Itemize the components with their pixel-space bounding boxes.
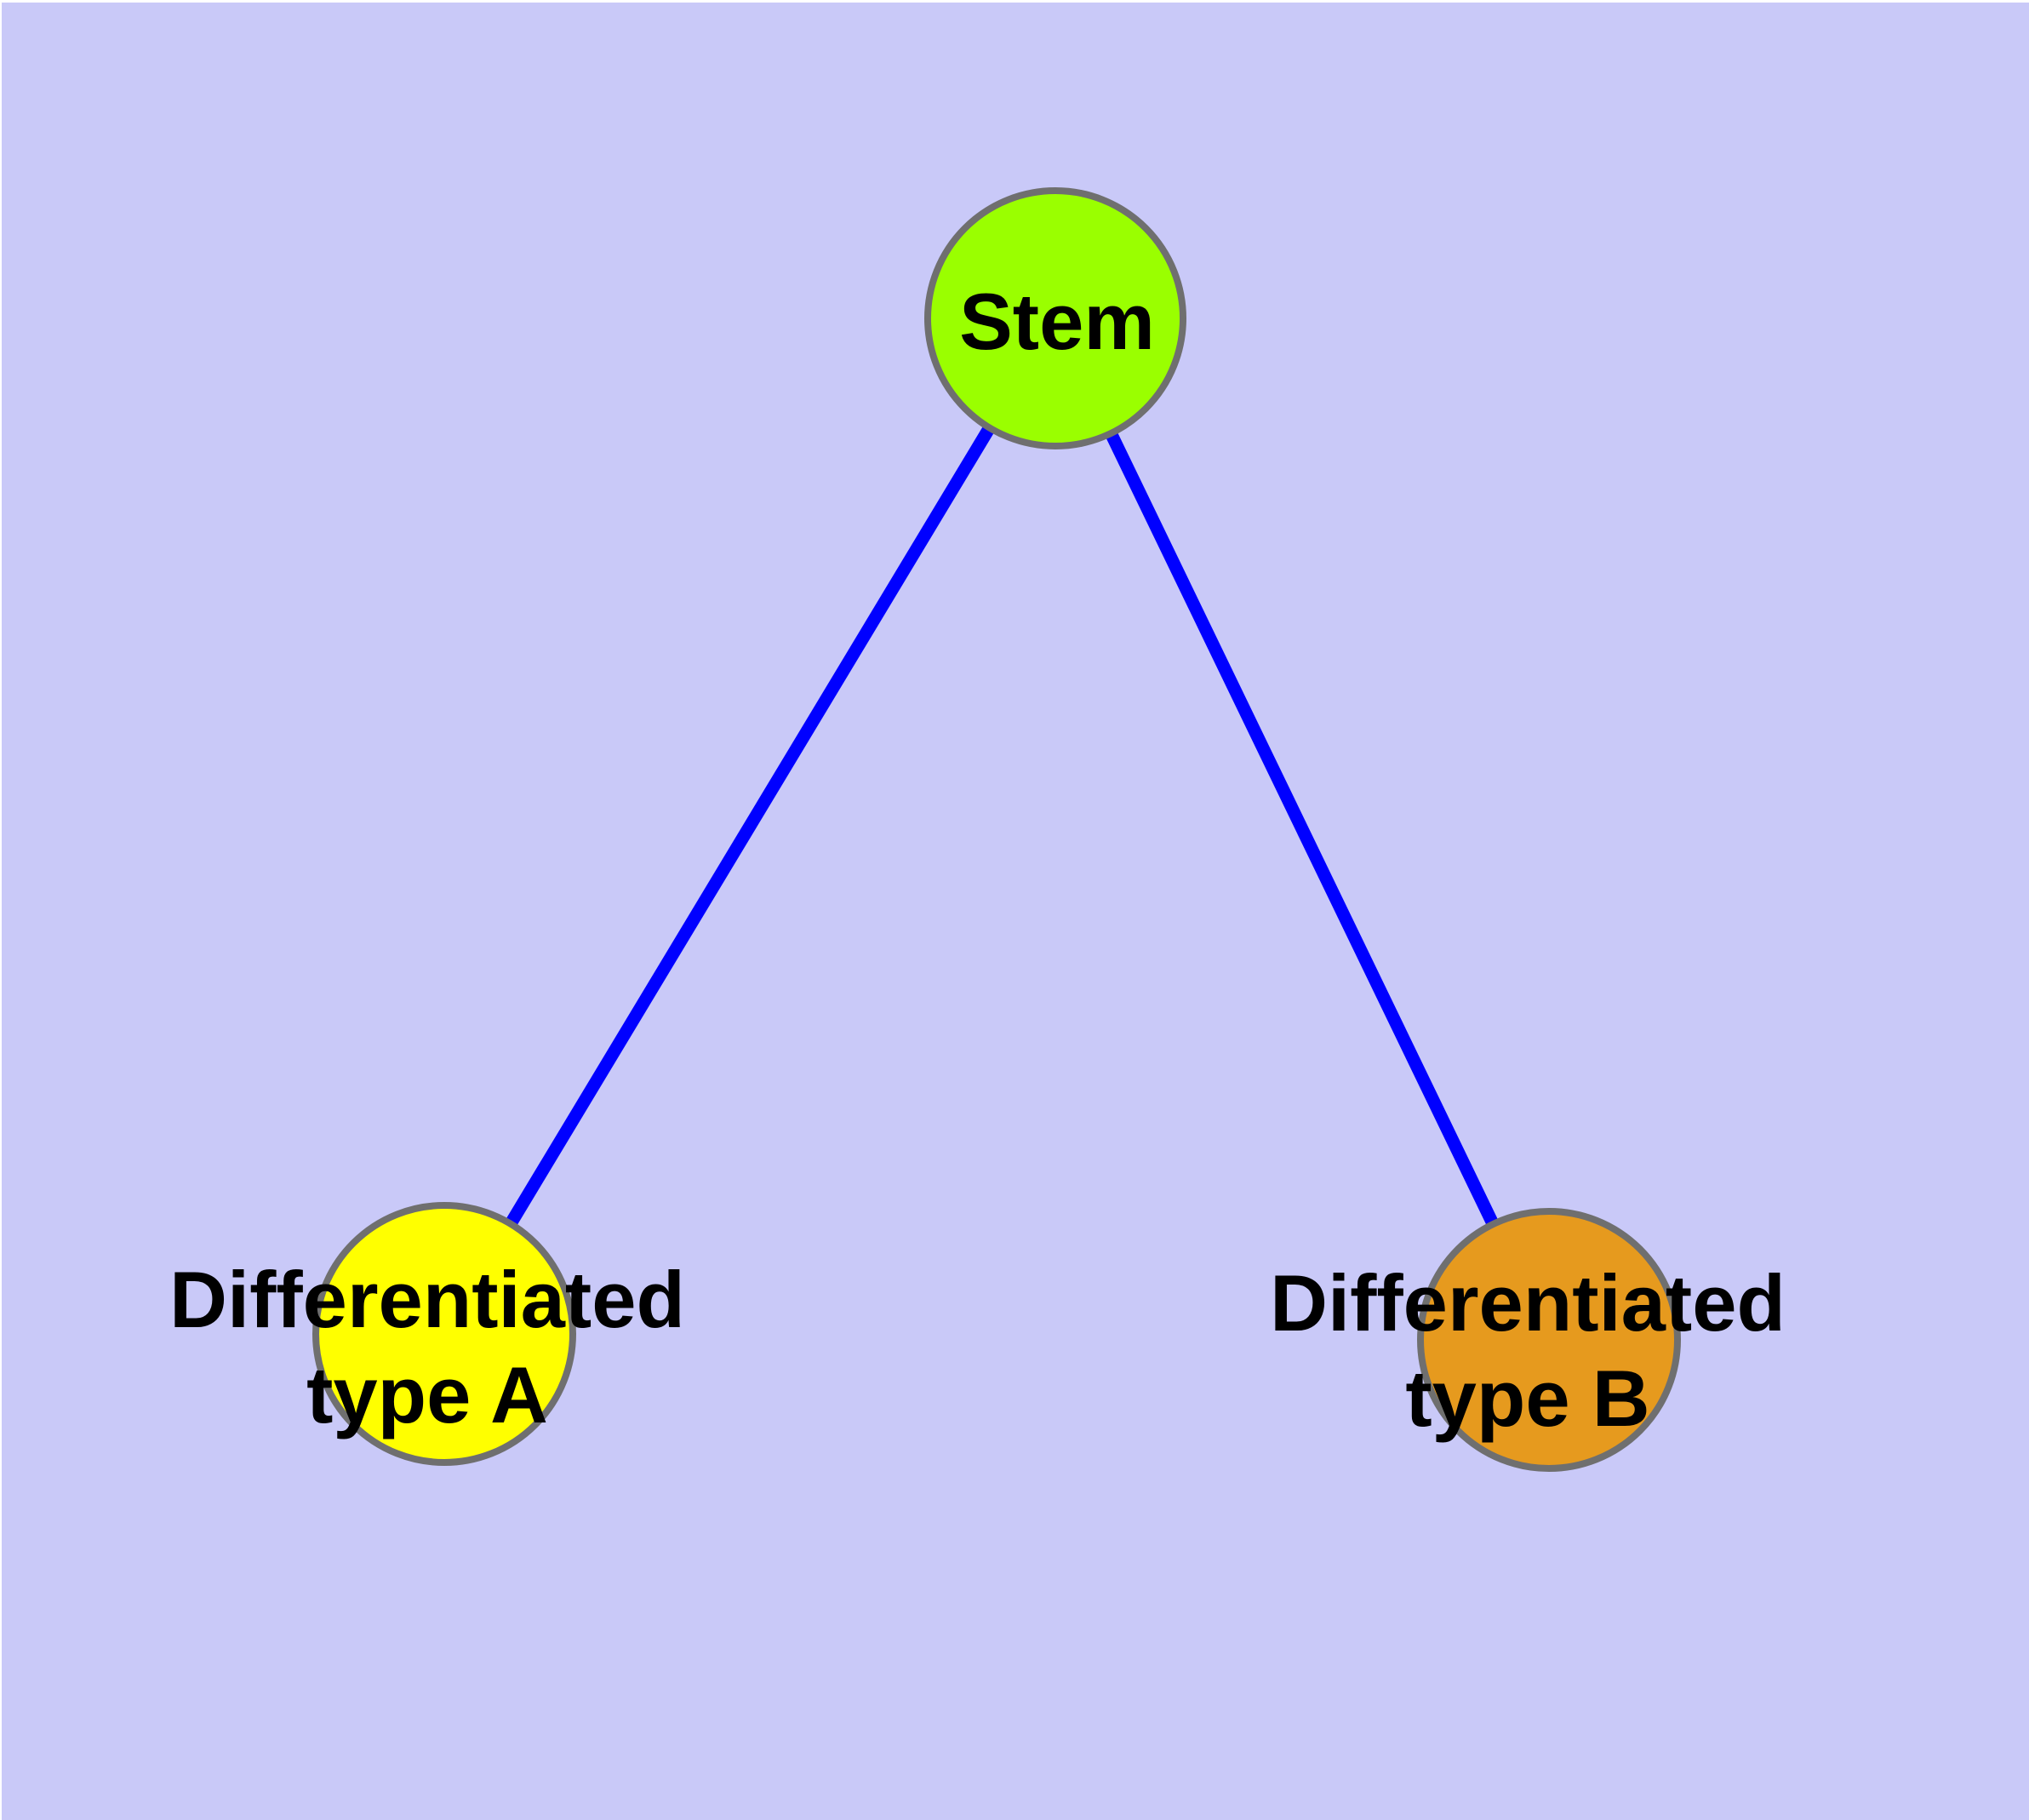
diagram-background: Stem Differentiated type A Differentiate… — [2, 3, 2029, 1820]
node-type-b-circle — [1417, 1208, 1681, 1472]
node-stem-label-text: Stem — [959, 277, 1155, 366]
edge-stem-to-type-b — [1049, 315, 1555, 1343]
node-type-a-label: Differentiated type A — [169, 1252, 685, 1443]
diagram-canvas — [312, 187, 1681, 1472]
node-type-b-label: Differentiated type B — [1270, 1256, 1786, 1446]
node-stem-circle — [924, 187, 1186, 449]
node-type-a-label-line1: Differentiated — [169, 1255, 685, 1344]
node-type-b-label-line1: Differentiated — [1270, 1258, 1786, 1348]
edge-stem-to-type-a — [438, 315, 1061, 1337]
node-stem-label: Stem — [959, 274, 1155, 369]
node-type-a-circle — [312, 1202, 576, 1466]
node-type-b-label-line2: type B — [1405, 1354, 1650, 1443]
node-type-a-label-line2: type A — [306, 1350, 548, 1439]
